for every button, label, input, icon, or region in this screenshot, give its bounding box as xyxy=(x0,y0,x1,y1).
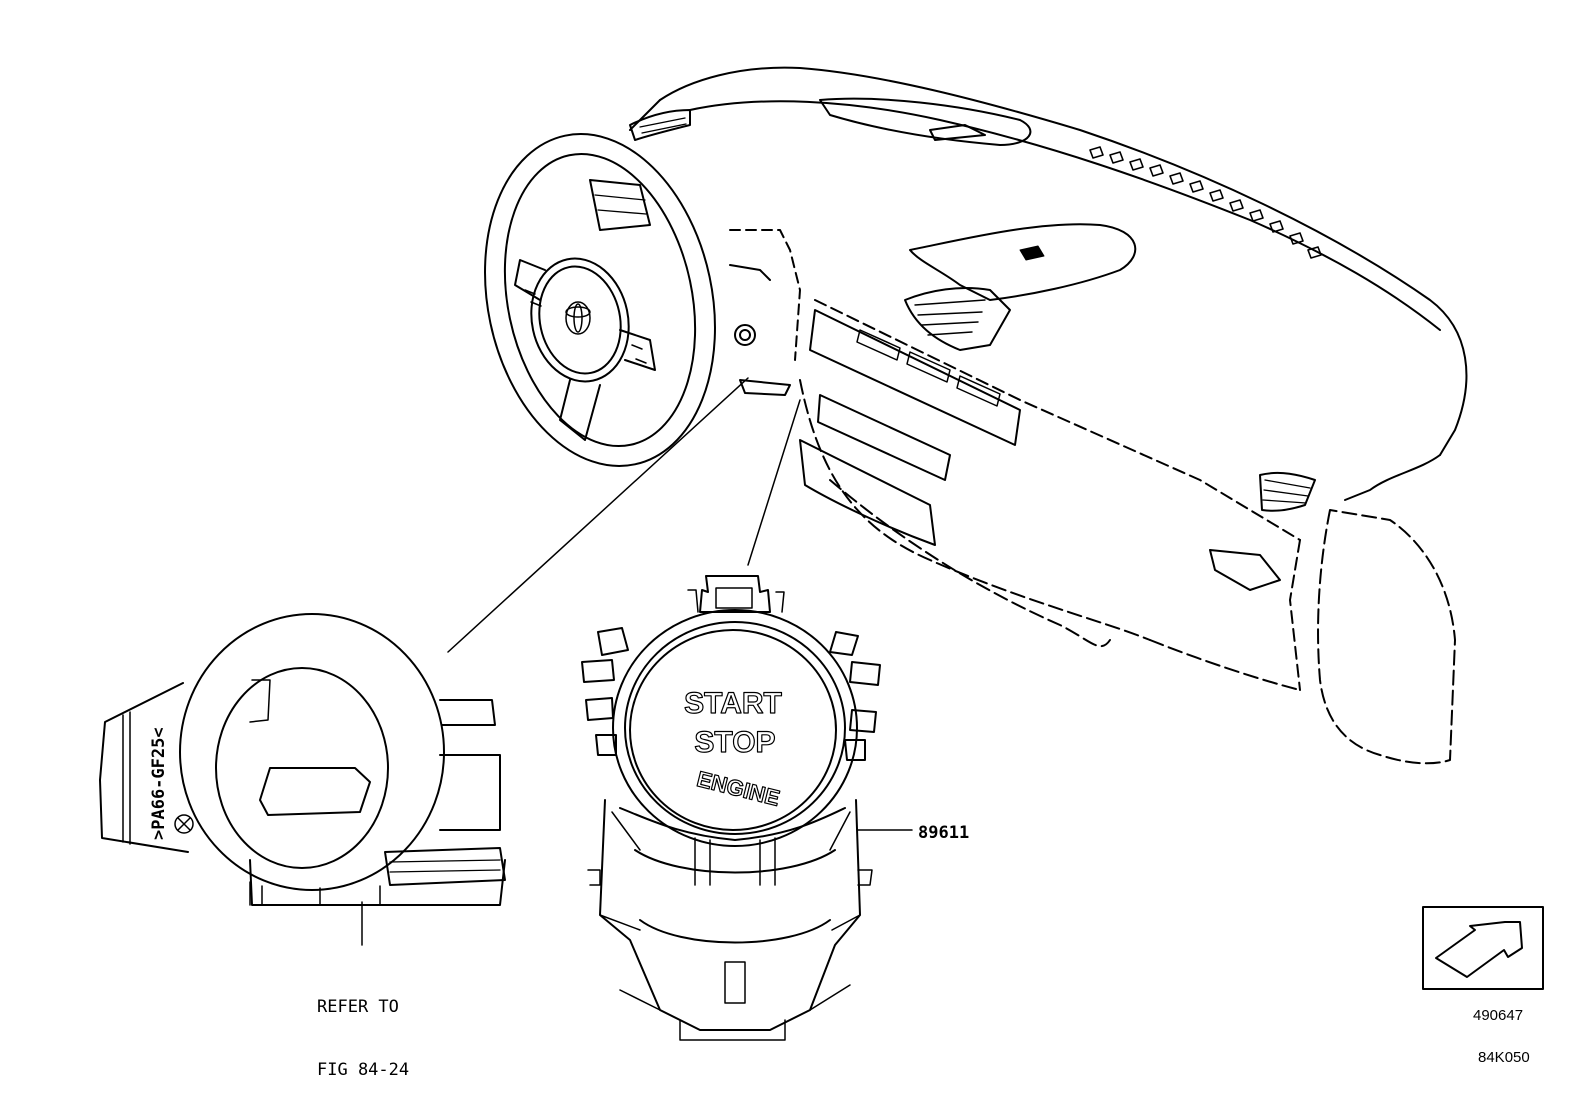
refer-to-note: REFER TO FIG 84-24 xyxy=(317,955,409,1102)
leader-lines xyxy=(361,377,913,946)
refer-note-line2: FIG 84-24 xyxy=(317,1060,410,1080)
view-direction-arrow-icon xyxy=(1435,921,1523,978)
page-code: 84K050 xyxy=(1478,1049,1530,1066)
x-mark-icon xyxy=(174,814,194,834)
start-stop-switch-illustration xyxy=(581,575,881,1041)
housing-marking: >PA66-GF25< xyxy=(149,727,169,840)
toyota-logo-icon xyxy=(565,301,591,335)
button-text-stop: STOP xyxy=(694,726,775,759)
part-number-label: 89611 xyxy=(918,823,970,843)
dashboard-illustration xyxy=(629,66,1468,765)
reference-box-code: 490647 xyxy=(1473,1007,1524,1024)
button-engraving: START STOP ENGINE xyxy=(684,686,783,811)
button-text-engine: ENGINE xyxy=(694,766,782,811)
button-text-start: START xyxy=(684,687,782,720)
ignition-ring-assembly xyxy=(99,613,506,906)
refer-note-line1: REFER TO xyxy=(317,997,399,1017)
steering-wheel-illustration xyxy=(484,133,716,467)
view-reference-box xyxy=(1422,906,1544,990)
